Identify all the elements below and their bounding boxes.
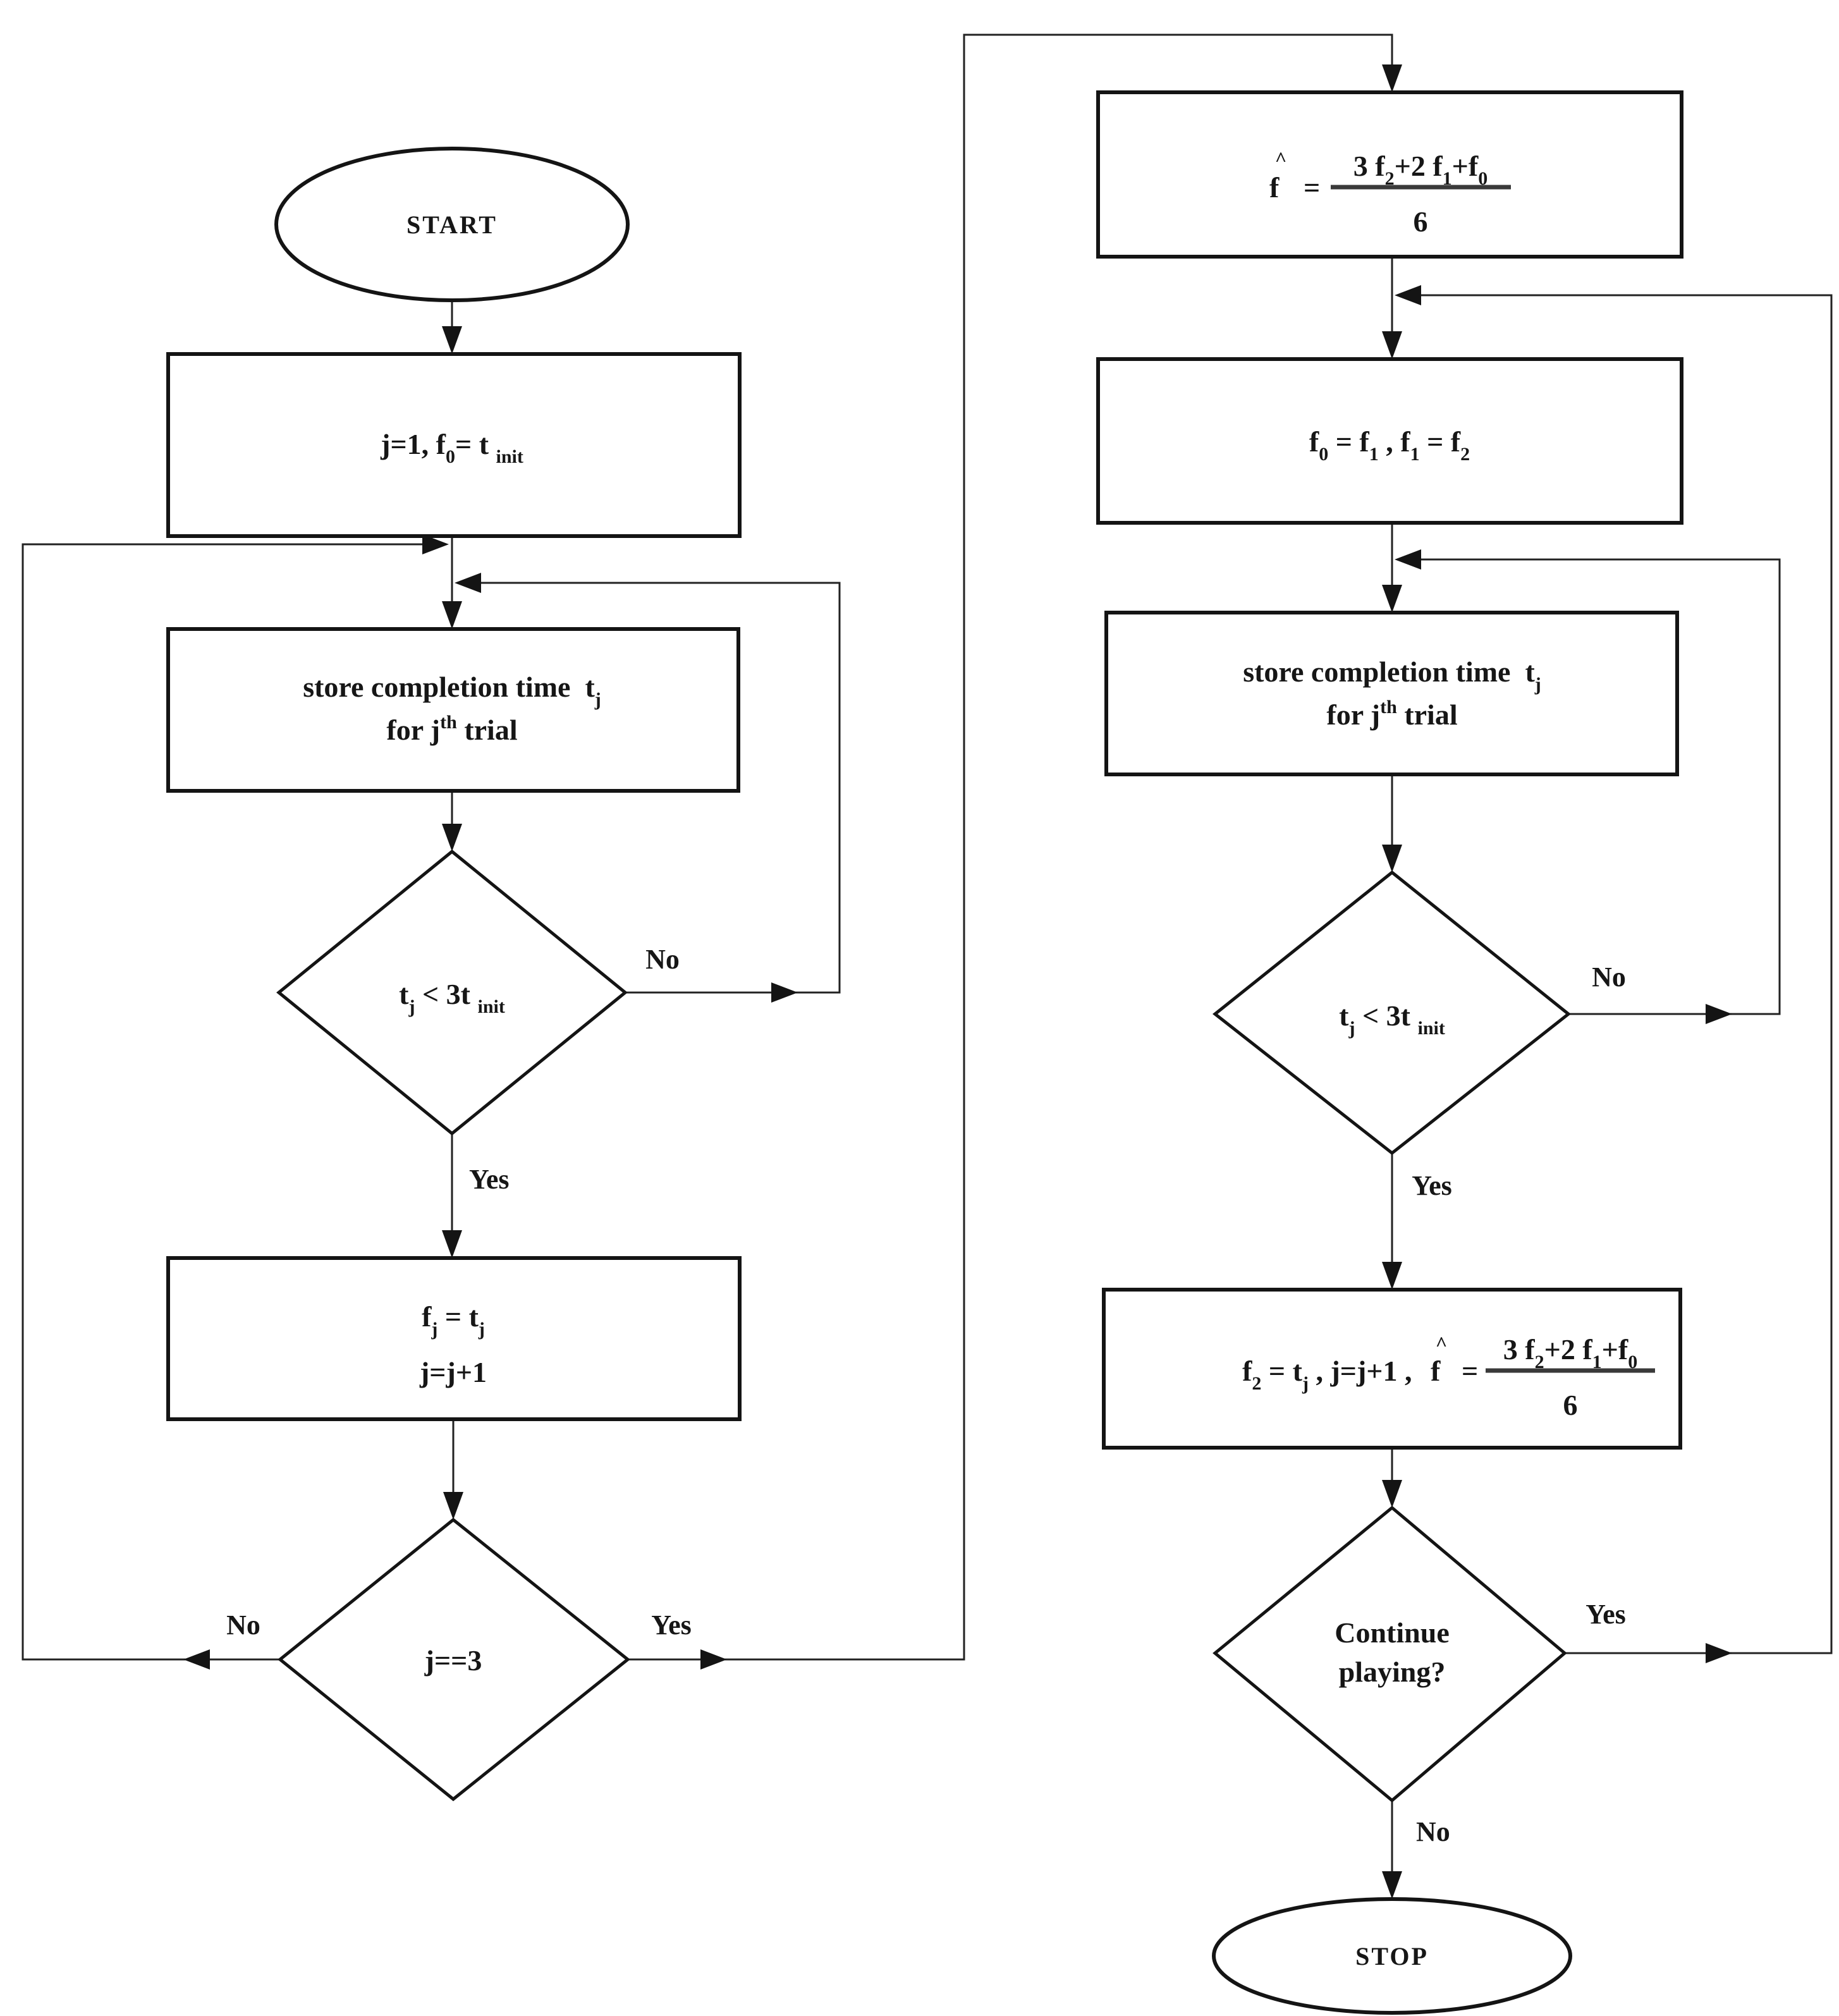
arrowhead-no3-right bbox=[1706, 1004, 1732, 1024]
time-cond-shape bbox=[276, 849, 628, 1136]
arrowhead-merge3-left bbox=[1395, 285, 1421, 305]
start-node: START bbox=[274, 147, 630, 302]
estimate-box: ^ f = 3 f2+2 f1+f0 6 bbox=[1096, 90, 1683, 259]
trials-cond-yes-label: Yes bbox=[651, 1610, 692, 1640]
arrowhead-merge2-left bbox=[455, 573, 481, 593]
time-cond-yes-label: Yes bbox=[469, 1164, 510, 1195]
arrowhead-merge4-left bbox=[1395, 549, 1421, 570]
record-box-rect bbox=[166, 1256, 742, 1421]
store-trial-line2: for jth trial bbox=[386, 712, 517, 746]
start-ellipse bbox=[274, 147, 630, 302]
time-cond2-yes-label: Yes bbox=[1412, 1170, 1452, 1201]
stop-ellipse bbox=[1212, 1897, 1572, 2015]
update-numerator: 3 f2+2 f1+f0 bbox=[1503, 1333, 1637, 1372]
arrowhead-into-estimate-box bbox=[1382, 64, 1402, 92]
continue-no-label: No bbox=[1416, 1816, 1450, 1847]
time-cond2-label: tj < 3t init bbox=[1339, 999, 1445, 1039]
stop-label: STOP bbox=[1355, 1942, 1429, 1970]
store-trial-line1: store completion time tj bbox=[303, 671, 601, 710]
arrowhead-into-timecond bbox=[442, 824, 462, 852]
update-left-run: f2 = tj , j=j+1 , bbox=[1242, 1355, 1419, 1394]
arrowhead-yes4-right bbox=[1706, 1643, 1732, 1663]
arrowhead-into-record-box bbox=[442, 1230, 462, 1258]
arrowhead-into-shift-box bbox=[1382, 331, 1402, 359]
estimate-denominator: 6 bbox=[1414, 205, 1428, 238]
record-line1: fj = tj bbox=[422, 1300, 485, 1340]
shift-box: f0 = f1 , f1 = f2 bbox=[1096, 357, 1683, 525]
shift-box-rect bbox=[1096, 357, 1683, 525]
trials-cond-shape bbox=[278, 1517, 630, 1802]
arrowhead-yes2-right bbox=[700, 1649, 727, 1670]
edge-timecond2-no-loop bbox=[1398, 558, 1781, 1015]
edge-j3-no-loop bbox=[21, 543, 445, 1661]
arrowhead-into-j3 bbox=[443, 1492, 463, 1520]
trials-cond-diamond: j==3 No Yes bbox=[226, 1517, 692, 1802]
continue-cond-diamond: Continue playing? Yes No bbox=[1213, 1505, 1626, 1847]
update-equals: = bbox=[1462, 1355, 1478, 1387]
trials-cond-no-label: No bbox=[226, 1610, 260, 1640]
trials-cond-label: j==3 bbox=[424, 1644, 482, 1677]
init-box: j=1, f0= t init bbox=[166, 352, 742, 538]
arrowhead-into-stop bbox=[1382, 1871, 1402, 1899]
arrowhead-merge-left-loop bbox=[422, 534, 449, 554]
arrowhead-into-store2-box bbox=[1382, 585, 1402, 613]
update-box: f2 = tj , j=j+1 , ^ f = 3 f2+2 f1+f0 6 bbox=[1102, 1288, 1682, 1450]
update-fhat-hat: ^ bbox=[1436, 1332, 1448, 1355]
store-trial2-box: store completion time tj for jth trial bbox=[1104, 611, 1679, 776]
arrowhead-into-store-box bbox=[442, 601, 462, 629]
store-trial2-line2: for jth trial bbox=[1326, 697, 1457, 731]
arrowhead-no-loop-left bbox=[183, 1649, 210, 1670]
stop-node: STOP bbox=[1212, 1897, 1572, 2015]
edge-continue-yes-loop bbox=[1398, 294, 1833, 1654]
time-cond2-no-label: No bbox=[1592, 962, 1626, 993]
record-box: fj = tj j=j+1 bbox=[166, 1256, 742, 1421]
store-trial2-line1: store completion time tj bbox=[1243, 656, 1541, 695]
continue-cond-line2: playing? bbox=[1339, 1656, 1446, 1688]
store-trial2-box-rect bbox=[1104, 611, 1679, 776]
arrowhead-into-init-box bbox=[442, 326, 462, 354]
store-trial-box-rect bbox=[166, 627, 740, 793]
estimate-numerator: 3 f2+2 f1+f0 bbox=[1353, 150, 1488, 189]
time-cond2-shape bbox=[1212, 870, 1572, 1156]
update-denominator: 6 bbox=[1563, 1389, 1578, 1421]
shift-box-label: f0 = f1 , f1 = f2 bbox=[1309, 425, 1470, 465]
estimate-box-rect bbox=[1096, 90, 1683, 259]
time-cond-diamond: tj < 3t init No Yes bbox=[276, 849, 680, 1195]
continue-cond-shape bbox=[1213, 1505, 1567, 1803]
time-cond-label: tj < 3t init bbox=[399, 978, 505, 1017]
arrowhead-into-continue bbox=[1382, 1480, 1402, 1508]
time-cond2-diamond: tj < 3t init No Yes bbox=[1212, 870, 1626, 1201]
record-line2: j=j+1 bbox=[419, 1356, 487, 1388]
init-box-rect bbox=[166, 352, 742, 538]
init-box-label: j=1, f0= t init bbox=[380, 428, 523, 467]
arrowhead-into-update-box bbox=[1382, 1262, 1402, 1290]
update-fhat-f: f bbox=[1431, 1355, 1441, 1387]
arrowhead-no1-right bbox=[771, 982, 798, 1003]
estimate-equals: = bbox=[1304, 171, 1320, 204]
estimate-fhat-f: f bbox=[1269, 171, 1280, 204]
edge-j3-yes-to-estimate bbox=[628, 34, 1393, 1661]
time-cond-no-label: No bbox=[645, 944, 680, 975]
edges bbox=[21, 34, 1833, 1899]
edge-timecond-no-loop bbox=[458, 582, 841, 994]
store-trial-box: store completion time tj for jth trial bbox=[166, 627, 740, 793]
continue-yes-label: Yes bbox=[1585, 1599, 1626, 1630]
estimate-fhat-hat: ^ bbox=[1275, 147, 1287, 170]
start-label: START bbox=[406, 211, 498, 239]
continue-cond-line1: Continue bbox=[1335, 1616, 1449, 1649]
arrowhead-into-timecond2 bbox=[1382, 845, 1402, 872]
